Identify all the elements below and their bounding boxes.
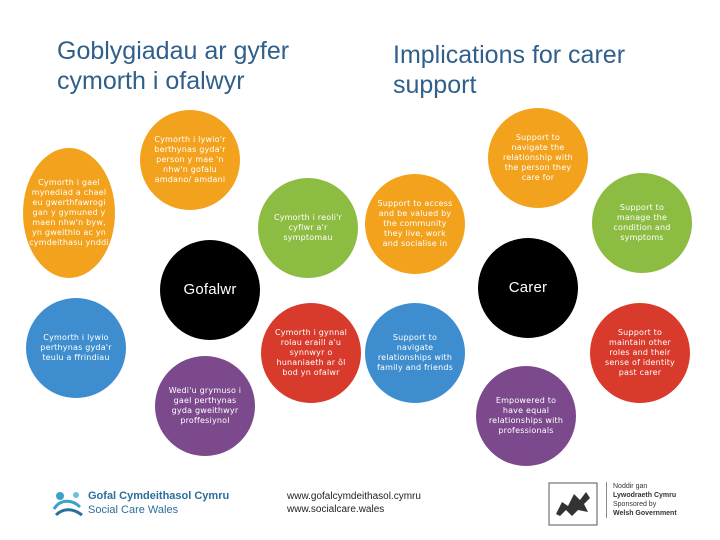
node-en-identity-label: Support to maintain other roles and thei… bbox=[605, 328, 675, 377]
node-en-relationship-label: Support to navigate the relationship wit… bbox=[503, 133, 573, 182]
node-cy-cared-person-label: Cymorth i lywio'r berthynas gyda'r perso… bbox=[154, 135, 226, 184]
gov-logo-line3: Sponsored by bbox=[613, 501, 657, 508]
node-cy-condition: Cymorth i reoli'r cyflwr a'r symptomau bbox=[258, 178, 358, 278]
node-cy-community-label: Cymorth i gael mynediad a chael eu gwert… bbox=[29, 178, 109, 247]
english-title: Implications for carer support bbox=[393, 41, 626, 99]
hub-gofalwr-label: Gofalwr bbox=[183, 281, 237, 298]
node-en-community: Support to access and be valued by the c… bbox=[365, 174, 465, 274]
hub-carer: Carer bbox=[478, 238, 578, 338]
node-en-relationship: Support to navigate the relationship wit… bbox=[488, 108, 588, 208]
social-care-wales-logo: Gofal Cymdeithasol Cymru Social Care Wal… bbox=[50, 487, 240, 521]
hub-carer-label: Carer bbox=[508, 279, 548, 296]
welsh-government-logo: Noddir gan Lywodraeth Cymru Sponsored by… bbox=[548, 480, 708, 528]
node-cy-condition-label: Cymorth i reoli'r cyflwr a'r symptomau bbox=[273, 213, 343, 242]
node-cy-professionals-label: Wedi'u grymuso i gael perthynas gyda gwe… bbox=[168, 386, 242, 425]
node-en-community-label: Support to access and be valued by the c… bbox=[377, 199, 453, 248]
node-cy-family-label: Cymorth i lywio perthynas gyda'r teulu a… bbox=[40, 333, 112, 362]
node-en-family: Support to navigate relationships with f… bbox=[365, 303, 465, 403]
welsh-dragon-icon bbox=[548, 482, 598, 526]
gov-logo-line2: Lywodraeth Cymru bbox=[613, 492, 677, 499]
logo-text-en: Social Care Wales bbox=[88, 504, 179, 516]
gov-logo-line4: Welsh Government bbox=[613, 510, 677, 517]
node-cy-cared-person: Cymorth i lywio'r berthynas gyda'r perso… bbox=[140, 110, 240, 210]
social-care-wales-logo-mark bbox=[52, 492, 83, 517]
node-cy-family: Cymorth i lywio perthynas gyda'r teulu a… bbox=[26, 298, 126, 398]
url-en-link[interactable]: www.socialcare.wales bbox=[287, 504, 385, 515]
node-en-condition-label: Support to manage the condition and symp… bbox=[613, 203, 671, 242]
node-en-condition: Support to manage the condition and symp… bbox=[592, 173, 692, 273]
node-en-identity: Support to maintain other roles and thei… bbox=[590, 303, 690, 403]
welsh-title: Goblygiadau ar gyfer cymorth i ofalwyr bbox=[57, 37, 290, 95]
hub-gofalwr: Gofalwr bbox=[160, 240, 260, 340]
node-cy-identity-label: Cymorth i gynnal rolau eraill a'u synnwy… bbox=[274, 328, 348, 377]
node-cy-community: Cymorth i gael mynediad a chael eu gwert… bbox=[23, 148, 115, 278]
node-en-professionals: Empowered to have equal relationships wi… bbox=[476, 366, 576, 466]
logo-text-cy: Gofal Cymdeithasol Cymru bbox=[88, 490, 230, 502]
node-en-family-label: Support to navigate relationships with f… bbox=[377, 333, 453, 372]
url-cy-link[interactable]: www.gofalcymdeithasol.cymru bbox=[287, 491, 421, 502]
node-cy-professionals: Wedi'u grymuso i gael perthynas gyda gwe… bbox=[155, 356, 255, 456]
node-cy-identity: Cymorth i gynnal rolau eraill a'u synnwy… bbox=[261, 303, 361, 403]
node-en-professionals-label: Empowered to have equal relationships wi… bbox=[488, 396, 564, 435]
footer-urls: www.gofalcymdeithasol.cymru www.socialca… bbox=[287, 490, 421, 516]
gov-logo-line1: Noddir gan bbox=[613, 483, 648, 490]
